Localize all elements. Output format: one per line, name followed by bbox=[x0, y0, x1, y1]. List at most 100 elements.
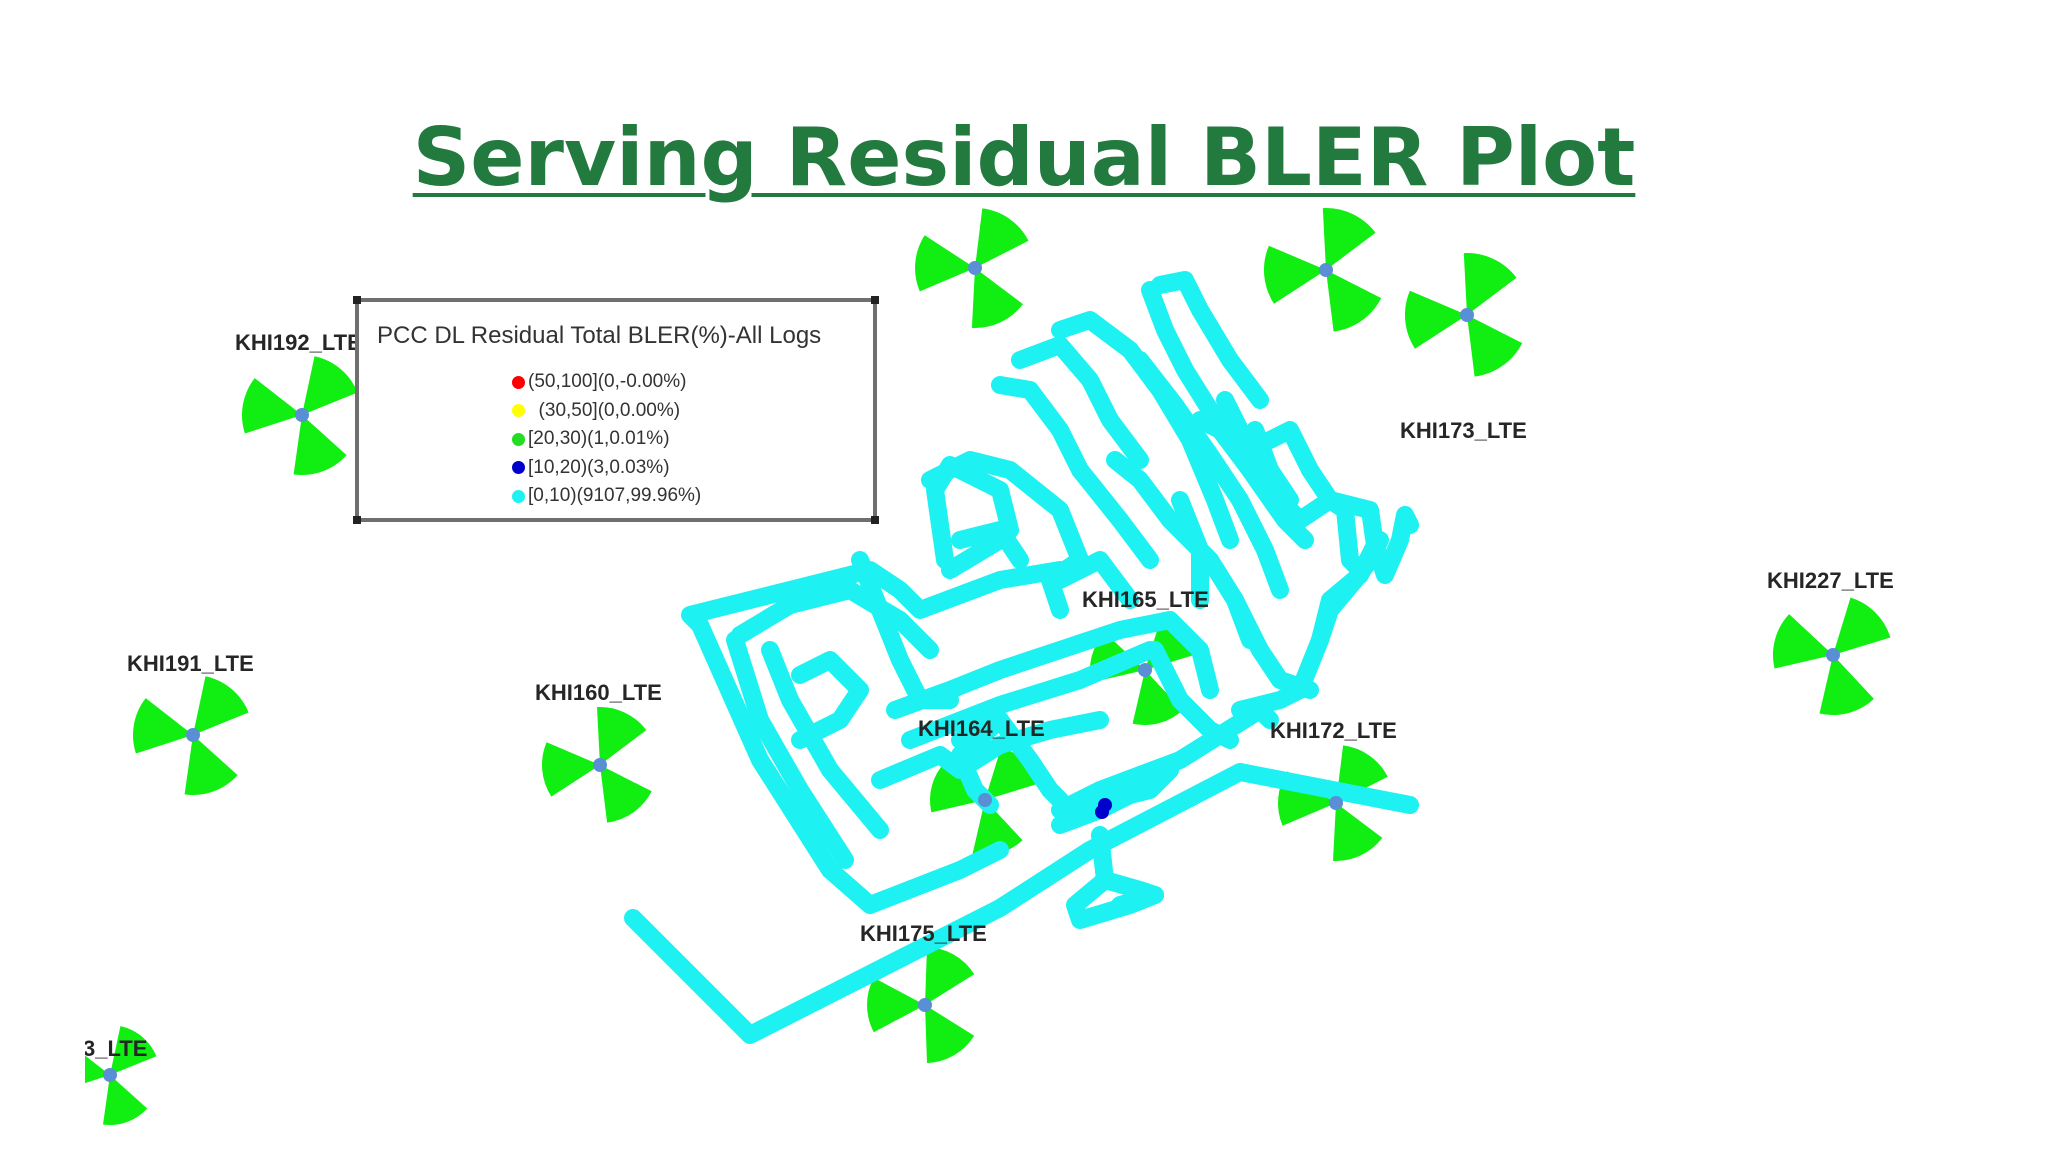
route-segment bbox=[1366, 506, 1419, 584]
legend-dot-icon bbox=[512, 432, 525, 446]
site-label: KHI164_LTE bbox=[918, 716, 1045, 741]
site-labels-layer: KHI192_LTEKHI191_LTEKHI160_LTEKHI164_LTE… bbox=[83, 330, 1894, 1061]
site-antenna-icon[interactable] bbox=[241, 356, 358, 475]
legend-box[interactable]: PCC DL Residual Total BLER(%)-All Logs (… bbox=[353, 296, 879, 524]
sector-wedge bbox=[1333, 803, 1383, 861]
sector-wedge bbox=[302, 356, 358, 415]
site-antenna-icon[interactable] bbox=[1404, 253, 1523, 377]
route-segment bbox=[624, 763, 1419, 1044]
site-antenna-icon[interactable] bbox=[915, 208, 1029, 328]
route-segment bbox=[1171, 491, 1209, 609]
sector-wedge bbox=[193, 676, 249, 735]
site-center-dot bbox=[186, 728, 200, 742]
site-center-dot bbox=[918, 998, 932, 1012]
sector-wedge bbox=[184, 735, 238, 795]
site-antenna-icon[interactable] bbox=[867, 947, 975, 1063]
legend-dot-icon bbox=[512, 489, 525, 503]
route-segment bbox=[726, 631, 854, 869]
sector-wedge bbox=[971, 268, 1023, 328]
sector-wedge bbox=[600, 765, 652, 823]
route-segment bbox=[1246, 421, 1299, 509]
route-segment bbox=[1051, 551, 1139, 609]
route-segment bbox=[1051, 701, 1279, 819]
sector-wedge bbox=[132, 698, 193, 754]
site-label: KHI160_LTE bbox=[535, 680, 662, 705]
route-segment bbox=[691, 616, 1009, 914]
route-segment bbox=[1191, 411, 1314, 549]
site-center-dot bbox=[968, 261, 982, 275]
sector-wedge bbox=[975, 208, 1029, 268]
site-antenna-icon[interactable] bbox=[132, 676, 249, 795]
site-antenna-icon[interactable] bbox=[60, 1026, 157, 1126]
legend-dot-icon bbox=[512, 375, 525, 389]
route-segment bbox=[791, 651, 869, 749]
site-antenna-icon[interactable] bbox=[929, 747, 1038, 856]
site-label: 3_LTE bbox=[83, 1036, 147, 1061]
legend-list: (50,100](0,-0.00%) (30,50](0,0.00%) [20,… bbox=[512, 368, 701, 511]
site-center-dot bbox=[1826, 648, 1840, 662]
sector-wedge bbox=[925, 1005, 975, 1063]
route-segment bbox=[1131, 351, 1289, 599]
sector-wedge bbox=[915, 235, 975, 292]
site-center-dot bbox=[1329, 796, 1343, 810]
site-center-dot bbox=[1460, 308, 1474, 322]
sector-wedge bbox=[1772, 614, 1833, 669]
site-center-dot bbox=[593, 758, 607, 772]
site-antenna-icon[interactable] bbox=[1263, 208, 1382, 332]
route-segment bbox=[921, 451, 1089, 619]
sector-wedge bbox=[867, 977, 925, 1033]
sector-wedge bbox=[541, 742, 600, 797]
route-segment bbox=[886, 611, 1219, 719]
legend-item: (50,100](0,-0.00%) bbox=[512, 368, 701, 397]
site-center-dot bbox=[978, 793, 992, 807]
route-segment bbox=[1011, 336, 1149, 469]
site-centers-layer bbox=[103, 261, 1840, 1082]
sector-wedge bbox=[1404, 290, 1467, 349]
route-segment bbox=[1151, 271, 1269, 409]
route-segment bbox=[1146, 641, 1239, 749]
sector-wedge bbox=[293, 415, 347, 475]
sector-wedge bbox=[103, 1075, 148, 1126]
sector-wedge bbox=[1833, 597, 1891, 655]
sector-wedge bbox=[972, 800, 1023, 856]
site-center-dot bbox=[1138, 663, 1152, 677]
route-segment bbox=[1311, 531, 1389, 649]
site-antenna-icon[interactable] bbox=[541, 707, 652, 823]
site-antenna-icon[interactable] bbox=[1772, 597, 1891, 716]
route-segment bbox=[1216, 391, 1369, 579]
drive-route bbox=[624, 271, 1419, 1044]
site-center-dot bbox=[295, 408, 309, 422]
route-segment bbox=[871, 711, 1109, 789]
site-label: KHI192_LTE bbox=[235, 330, 362, 355]
route-segment bbox=[681, 561, 1069, 634]
site-center-dot bbox=[1319, 263, 1333, 277]
sector-wedge bbox=[241, 378, 302, 434]
sector-wedge bbox=[1263, 245, 1326, 304]
route-segment bbox=[851, 551, 959, 709]
route-segment bbox=[731, 581, 939, 659]
route-segment bbox=[991, 376, 1159, 569]
legend-item: (30,50](0,0.00%) bbox=[512, 397, 701, 426]
sector-wedge bbox=[1132, 670, 1183, 726]
legend-title: PCC DL Residual Total BLER(%)-All Logs bbox=[377, 322, 822, 349]
legend-dot-icon bbox=[512, 461, 525, 475]
sector-wedge bbox=[1467, 315, 1523, 377]
route-segment bbox=[951, 521, 1029, 569]
route-segment bbox=[1261, 421, 1339, 509]
sector-wedge bbox=[110, 1026, 157, 1075]
site-label: KHI173_LTE bbox=[1400, 418, 1527, 443]
sector-wedge bbox=[1819, 655, 1874, 716]
sector-wedge bbox=[1326, 270, 1382, 332]
legend-item: [0,10)(9107,99.96%) bbox=[512, 482, 701, 511]
sample-point bbox=[1095, 805, 1109, 819]
site-label: KHI175_LTE bbox=[860, 921, 987, 946]
title-text: Serving Residual BLER Plot bbox=[412, 111, 1636, 204]
sector-wedge bbox=[985, 747, 1038, 800]
legend-item: [20,30)(1,0.01%) bbox=[512, 425, 701, 454]
site-center-dot bbox=[103, 1068, 117, 1082]
page-title: Serving Residual BLER Plot bbox=[0, 118, 2048, 198]
sector-wedge bbox=[1463, 253, 1517, 315]
site-label: KHI172_LTE bbox=[1270, 718, 1397, 743]
sector-wedge bbox=[597, 707, 647, 765]
